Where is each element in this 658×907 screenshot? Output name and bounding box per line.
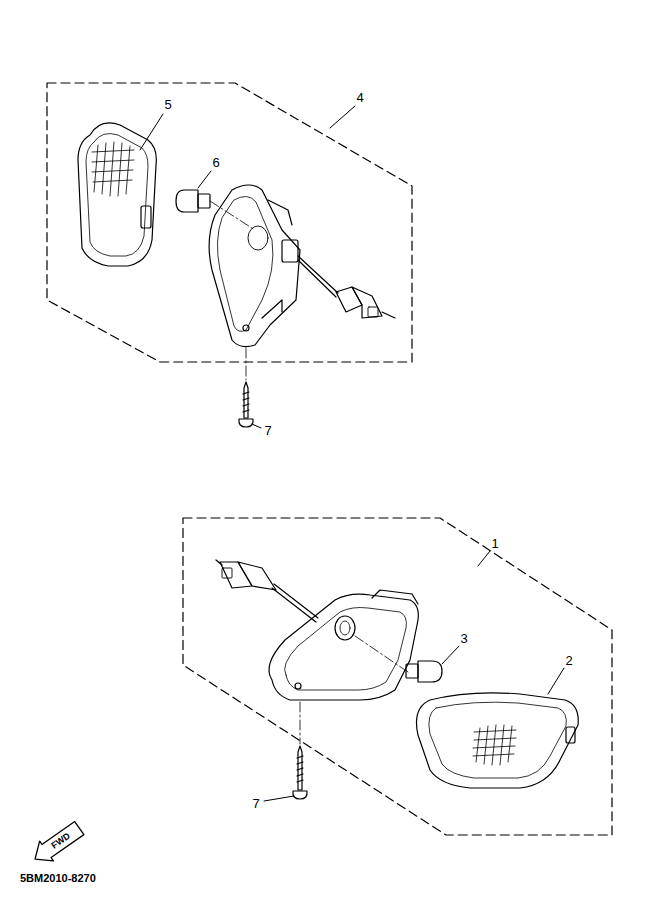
bulb bbox=[176, 190, 210, 212]
callout-number: 4 bbox=[356, 91, 363, 104]
screw bbox=[293, 746, 307, 799]
lamp-housing bbox=[216, 560, 418, 700]
callout-number: 5 bbox=[164, 98, 171, 111]
lamp-housing bbox=[209, 185, 395, 347]
center-line bbox=[300, 702, 301, 744]
lens bbox=[417, 693, 579, 788]
callout-number: 7 bbox=[252, 797, 259, 810]
center-line bbox=[210, 201, 255, 230]
callout-number: 2 bbox=[565, 654, 572, 667]
direction-arrow bbox=[28, 818, 86, 869]
callout-number: 6 bbox=[212, 156, 219, 169]
assembly-outline bbox=[47, 83, 412, 362]
drawing-code: 5BM2010-8270 bbox=[20, 873, 96, 884]
direction-text: FWD bbox=[50, 831, 72, 850]
bulb bbox=[406, 661, 442, 682]
lens bbox=[78, 123, 156, 266]
callout-number: 1 bbox=[491, 537, 498, 550]
screw bbox=[239, 382, 253, 427]
assembly-outline bbox=[183, 518, 612, 835]
center-line bbox=[246, 348, 247, 380]
callout-number: 7 bbox=[264, 424, 271, 437]
callout-number: 3 bbox=[460, 632, 467, 645]
center-line bbox=[355, 636, 408, 672]
leader-lines bbox=[140, 106, 564, 801]
